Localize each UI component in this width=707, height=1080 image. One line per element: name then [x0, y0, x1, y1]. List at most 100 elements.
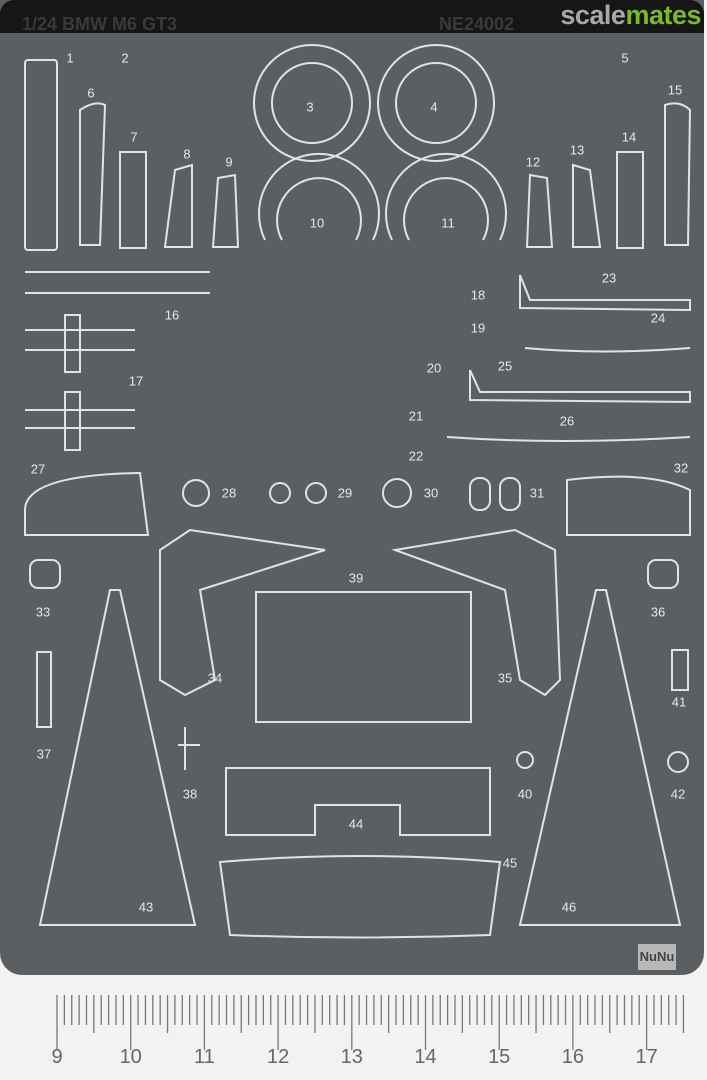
part-number-label: 27 [30, 461, 46, 477]
maker-logo: NuNu [638, 944, 676, 970]
part-37 [36, 651, 52, 728]
part-number-label: 13 [569, 142, 585, 158]
part-number-label: 10 [309, 215, 325, 231]
scalemates-watermark: scalemates [560, 0, 701, 31]
part-32 [566, 475, 691, 536]
part-number-label: 32 [673, 460, 689, 476]
part-number-label: 22 [408, 448, 424, 464]
part-39 [255, 591, 472, 723]
part-3-inner [271, 62, 353, 144]
part-number-label: 30 [423, 485, 439, 501]
part-number-label: 18 [470, 287, 486, 303]
part-4 [377, 44, 495, 162]
part-27 [24, 471, 150, 536]
part-26 [446, 436, 691, 442]
ruler-label: 15 [488, 1046, 511, 1068]
ruler-label: 13 [340, 1046, 363, 1068]
part-number-label: 8 [183, 146, 191, 162]
sheet-code: NE24002 [438, 14, 514, 34]
part-38 [178, 727, 200, 770]
part-46 [518, 589, 682, 926]
part-30 [382, 478, 412, 508]
part-number-label: 14 [621, 129, 637, 145]
etched-parts [24, 44, 692, 939]
part-number-label: 39 [348, 570, 364, 586]
part-number-label: 37 [36, 746, 52, 762]
ruler-label: 11 [194, 1046, 215, 1068]
part-34 [159, 528, 326, 697]
part-number-label: 45 [502, 855, 518, 871]
part-number-label: 40 [517, 786, 533, 802]
part-number-label: 25 [497, 358, 513, 374]
part-23 [519, 274, 691, 312]
part-44 [225, 767, 491, 836]
part-number-label: 34 [207, 670, 223, 686]
part-36 [647, 559, 679, 589]
part-number-label: 6 [87, 85, 95, 101]
part-31b [499, 477, 521, 511]
part-number-label: 12 [525, 154, 541, 170]
part-number-label: 1 [66, 50, 74, 66]
part-29 [269, 482, 291, 504]
part-number-label: 23 [601, 270, 617, 286]
part-8 [163, 163, 193, 248]
part-number-label: 41 [671, 694, 687, 710]
part-number-label: 15 [667, 82, 683, 98]
part-number-label: 33 [35, 604, 51, 620]
part-number-label: 9 [225, 154, 233, 170]
part-number-label: 26 [559, 413, 575, 429]
part-number-label: 2 [121, 50, 129, 66]
part-29b [305, 482, 327, 504]
part-number-label: 38 [182, 786, 198, 802]
part-45 [218, 855, 502, 939]
ruler-label: 14 [414, 1046, 437, 1068]
part-3 [253, 44, 371, 162]
part-number-label: 28 [221, 485, 237, 501]
part-13 [572, 163, 602, 248]
part-42 [667, 751, 689, 773]
header-band [0, 0, 704, 33]
part-number-label: 46 [561, 899, 577, 915]
ruler-label: 12 [266, 1046, 290, 1068]
part-10-inner [276, 177, 362, 241]
part-41 [671, 649, 689, 691]
ruler-label: 9 [51, 1046, 63, 1068]
part-14 [616, 151, 644, 249]
part-10 [258, 152, 380, 241]
part-number-label: 36 [650, 604, 666, 620]
part-number-label: 31 [529, 485, 545, 501]
part-28 [182, 479, 210, 507]
part-25 [469, 369, 691, 404]
part-number-label: 4 [430, 99, 438, 115]
part-11-inner [403, 177, 489, 241]
part-number-label: 3 [306, 99, 314, 115]
watermark-part1: scale [560, 0, 626, 30]
part-15 [664, 102, 692, 246]
part-1 [24, 59, 58, 251]
part-17b [25, 391, 135, 451]
part-43 [38, 589, 197, 926]
photo-etch-sheet: 1/24 BMW M6 GT3 NE24002 [0, 0, 704, 975]
part-number-label: 44 [348, 816, 364, 832]
part-24 [524, 347, 691, 353]
part-number-label: 20 [426, 360, 442, 376]
part-number-label: 16 [164, 307, 180, 323]
part-11 [385, 152, 507, 241]
ruler [56, 995, 685, 1050]
part-number-label: 17 [128, 373, 144, 389]
part-number-label: 7 [130, 129, 138, 145]
part-35 [391, 528, 562, 697]
sheet-title: 1/24 BMW M6 GT3 [22, 14, 178, 34]
part-number-label: 5 [621, 50, 629, 66]
part-number-label: 43 [138, 899, 154, 915]
ruler-label: 17 [635, 1046, 658, 1068]
part-number-label: 35 [497, 670, 513, 686]
ruler-label: 16 [561, 1046, 585, 1068]
part-number-label: 19 [470, 320, 486, 336]
part-number-label: 42 [670, 786, 686, 802]
part-6 [79, 102, 107, 246]
watermark-part2: mates [625, 0, 701, 30]
part-7 [119, 151, 147, 249]
part-40 [516, 751, 534, 769]
part-33 [29, 559, 61, 589]
